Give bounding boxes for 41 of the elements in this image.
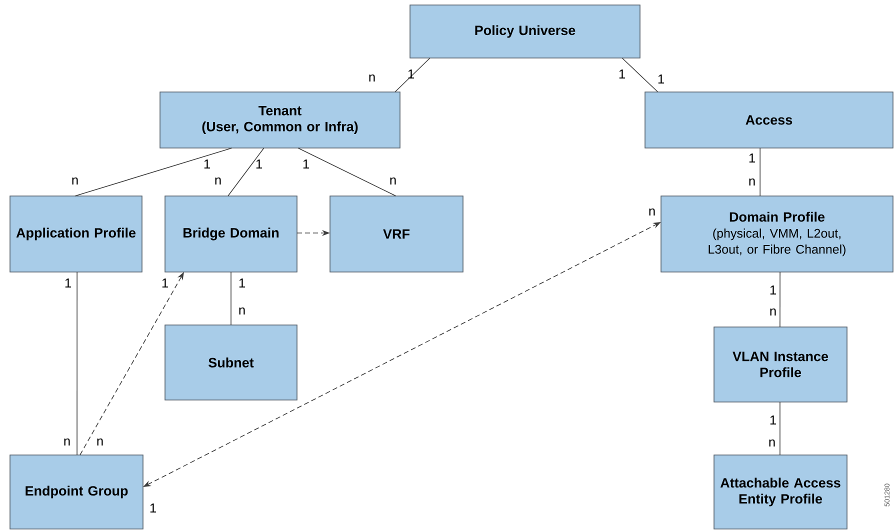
cardinality-label: 1	[770, 286, 776, 294]
connector-line	[76, 272, 78, 456]
entity-box: Access	[644, 92, 894, 148]
entity-box: Bridge Domain	[164, 196, 298, 272]
cardinality-label: n	[649, 208, 655, 216]
connector-line	[622, 58, 658, 92]
cardinality-label: n	[215, 178, 221, 184]
cardinality-label: 1	[204, 160, 210, 168]
entity-box: Policy Universe	[410, 4, 640, 58]
connector-line	[230, 272, 232, 326]
cardinality-label: n	[770, 308, 776, 316]
cardinality-label: 1	[658, 74, 664, 84]
connector-line	[74, 148, 232, 196]
cardinality-label: 1	[749, 154, 755, 162]
entity-box: VRF	[330, 196, 464, 272]
entity-box: VLAN Instance Profile	[714, 326, 848, 402]
cardinality-label: n	[64, 438, 70, 446]
cardinality-label: n	[390, 178, 396, 184]
cardinality-label: 1	[619, 70, 625, 78]
cardinality-label: n	[97, 438, 103, 446]
cardinality-label: 1	[65, 278, 71, 288]
entity-box: Domain Profile (physical, VMM, L2out, L3out, or Fibre Channel)	[660, 196, 894, 272]
entity-box: Attachable Access Entity Profile	[714, 454, 848, 530]
entity-box: Tenant (User, Common or Infra)	[160, 92, 400, 148]
cardinality-label: n	[369, 74, 375, 82]
entity-box: Application Profile	[10, 196, 142, 272]
entity-box: Endpoint Group	[10, 454, 144, 530]
entity-box: Subnet	[164, 324, 298, 400]
connector-line	[394, 58, 430, 92]
cardinality-label: 1	[256, 160, 262, 168]
cardinality-label: 1	[303, 160, 309, 168]
cardinality-label: n	[239, 308, 245, 314]
connector-line	[298, 148, 396, 196]
cardinality-label: 1	[408, 70, 414, 78]
cardinality-label: n	[749, 178, 755, 186]
cardinality-label: n	[72, 178, 78, 184]
cardinality-label: 1	[239, 278, 245, 288]
cardinality-label: 1	[162, 278, 168, 288]
cardinality-label: 1	[770, 416, 776, 424]
cardinality-label: n	[769, 440, 775, 446]
connector-line	[228, 148, 264, 196]
